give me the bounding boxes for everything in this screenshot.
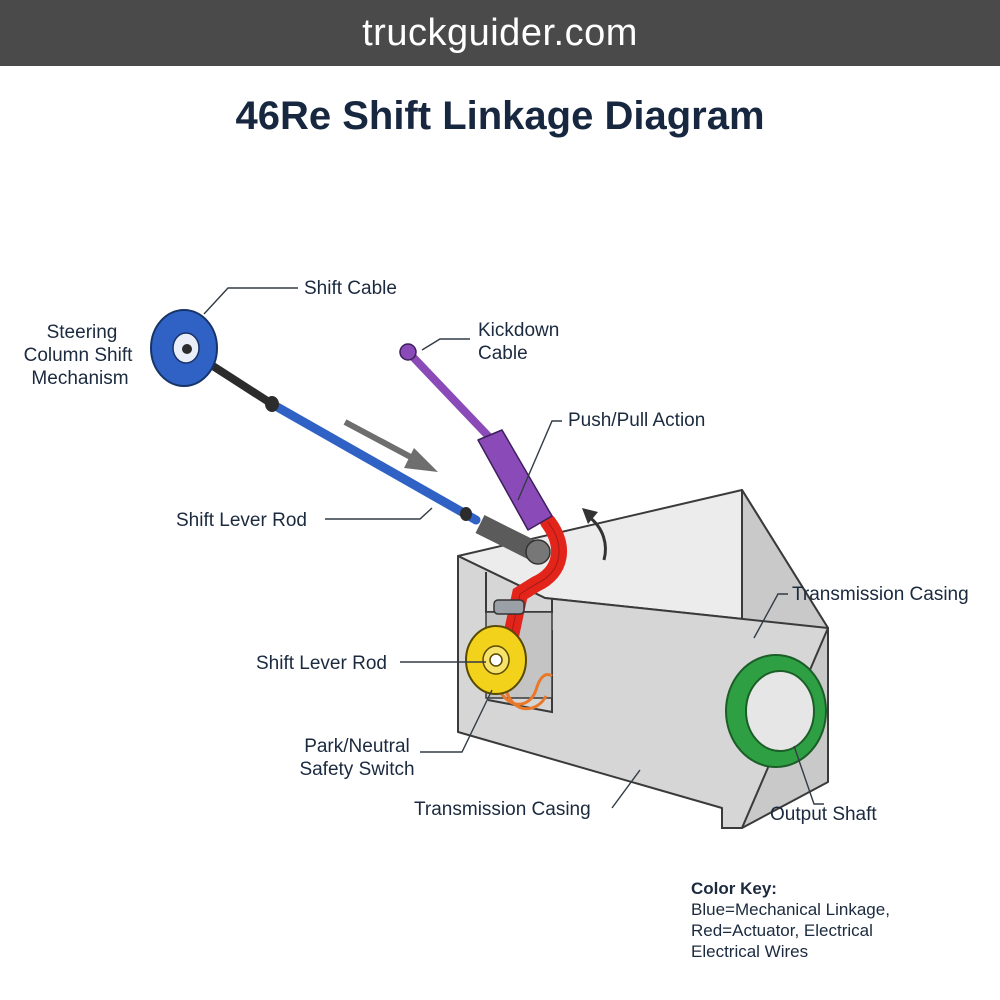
- motion-arrow-icon: [343, 419, 438, 472]
- label-push-pull-action: Push/Pull Action: [568, 410, 705, 431]
- actuator-collar: [493, 599, 525, 615]
- casing-foot-ledge: [721, 808, 742, 829]
- shift-cable-end-coupler: [460, 507, 472, 521]
- rotation-arrow-head: [582, 508, 598, 524]
- leader-transmission-casing-right: [753, 593, 788, 639]
- kickdown-cable: [399, 343, 553, 531]
- shift-lever-rod-joint: [525, 539, 551, 565]
- shift-lever-rod-block: [475, 515, 537, 559]
- leader-output-shaft: [793, 745, 824, 805]
- kickdown-bracket: [477, 429, 553, 531]
- leader-transmission-casing-bottom: [611, 769, 641, 809]
- shift-cable: [184, 346, 551, 565]
- diagram-title: 46Re Shift Linkage Diagram: [235, 94, 765, 138]
- electrical-wires: [494, 673, 553, 711]
- color-key: Color Key: Blue=Mechanical Linkage, Red=…: [691, 878, 991, 962]
- label-steering-column-line2: Column Shift: [24, 345, 133, 366]
- label-shift-lever-rod-upper: Shift Lever Rod: [176, 510, 307, 531]
- shift-cable-blue-section: [267, 399, 481, 525]
- color-key-line-1: Blue=Mechanical Linkage,: [691, 900, 890, 919]
- label-shift-cable: Shift Cable: [304, 278, 397, 299]
- output-shaft-ring-inner: [745, 670, 815, 752]
- steering-column-hub: [182, 344, 192, 354]
- park-neutral-safety-switch: [465, 625, 527, 695]
- actuator-arm-outline: [507, 521, 560, 651]
- label-kickdown-line2: Cable: [478, 343, 528, 364]
- label-park-neutral-line1: Park/Neutral: [304, 736, 410, 757]
- label-transmission-casing-bottom: Transmission Casing: [414, 799, 591, 820]
- site-name[interactable]: truckguider.com: [362, 11, 638, 54]
- label-steering-column-line1: Steering: [47, 322, 118, 343]
- label-shift-lever-rod-lower: Shift Lever Rod: [256, 653, 387, 674]
- leader-park-neutral: [420, 689, 493, 753]
- output-shaft: [725, 654, 827, 768]
- label-park-neutral-line2: Safety Switch: [299, 759, 414, 780]
- motion-arrow-head: [404, 448, 438, 472]
- color-key-title: Color Key:: [691, 879, 777, 898]
- safety-switch-hub: [489, 653, 503, 667]
- site-banner: truckguider.com: [0, 0, 1000, 66]
- label-kickdown-line1: Kickdown: [478, 320, 559, 341]
- color-key-line-2: Red=Actuator, Electrical: [691, 921, 873, 940]
- steering-column-shift-mechanism: [150, 309, 218, 387]
- leader-shift-lever-rod-upper: [325, 507, 433, 520]
- leader-push-pull: [517, 420, 562, 501]
- kickdown-rod: [408, 352, 496, 444]
- actuator-lever: [493, 514, 568, 658]
- label-steering-column-line3: Mechanism: [31, 368, 128, 389]
- shift-cable-coupler: [265, 396, 279, 412]
- motion-arrow-shaft: [343, 419, 422, 465]
- leader-kickdown: [421, 338, 470, 351]
- leader-shift-cable: [203, 287, 298, 315]
- label-output-shaft: Output Shaft: [770, 804, 877, 825]
- color-key-line-3: Electrical Wires: [691, 942, 809, 961]
- label-transmission-casing-right: Transmission Casing: [792, 584, 969, 605]
- kickdown-knob: [399, 343, 417, 361]
